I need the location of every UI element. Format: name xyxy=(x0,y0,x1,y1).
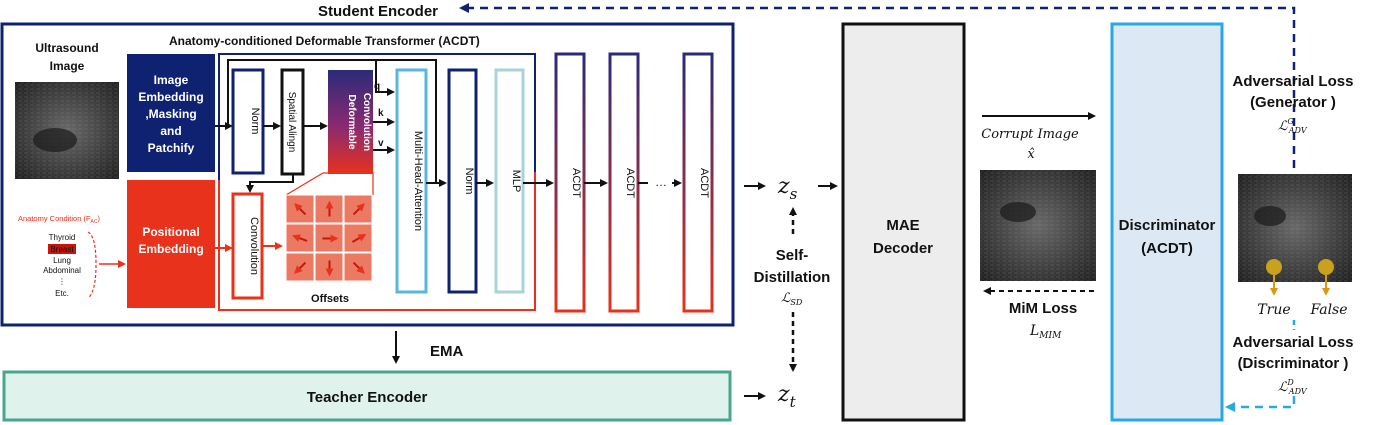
zt-label: zt xyxy=(777,382,797,411)
convolution-box xyxy=(231,192,264,300)
offset-arrow-icon xyxy=(294,261,307,274)
adv-disc-arrow xyxy=(1225,396,1296,412)
false-marker-icon xyxy=(1318,259,1334,275)
adv-disc-line-1: Adversarial Loss xyxy=(1233,334,1354,351)
offsets-label: Offsets xyxy=(311,293,349,305)
image-embedding-line-1: Image xyxy=(154,73,189,87)
offset-arrow-icon xyxy=(294,203,307,216)
image-embedding-line-5: Patchify xyxy=(148,141,195,155)
deformable-conv-line-1: Deformable xyxy=(346,94,357,149)
acdt-title: Anatomy-conditioned Deformable Transform… xyxy=(169,34,480,48)
lsd-label: ℒSD xyxy=(781,291,803,307)
offset-arrows-grid xyxy=(285,194,373,282)
offset-arrow-icon xyxy=(352,203,365,216)
true-marker-icon xyxy=(1266,259,1282,275)
anatomy-item-abdominal: Abdominal xyxy=(43,266,81,275)
mim-loss-label: MiM Loss xyxy=(1009,300,1077,317)
offset-arrow-icon xyxy=(292,234,308,242)
norm-box xyxy=(231,68,265,175)
offsets-connector xyxy=(285,172,374,196)
arrow-align-to-conv xyxy=(246,174,294,193)
acdt-block-2-label: ACDT xyxy=(624,168,636,198)
deformable-conv-line-2: Convolution xyxy=(361,93,372,151)
corrupt-image-label: Corrupt Image xyxy=(981,127,1079,142)
mlp-box xyxy=(494,68,525,294)
image-embedding-line-4: and xyxy=(160,124,181,138)
adv-gen-line-2: (Generator ) xyxy=(1250,94,1336,111)
acdt-block-n-label: ACDT xyxy=(698,168,710,198)
image-embedding-box xyxy=(127,54,215,172)
positional-embedding-line-1: Positional xyxy=(142,225,199,239)
discriminator-line-1: Discriminator xyxy=(1119,217,1216,234)
acdt-block-2 xyxy=(608,52,640,313)
norm2-box xyxy=(447,68,478,294)
anatomy-item-breast: Breast xyxy=(50,245,74,254)
v-label: v xyxy=(378,138,384,149)
image-embedding-line-2: Embedding xyxy=(138,90,203,104)
residual-line xyxy=(376,59,437,183)
anatomy-item-thyroid: Thyroid xyxy=(49,233,76,242)
mha-label: Multi-Head-Attention xyxy=(412,131,424,231)
mae-decoder-line-2: Decoder xyxy=(873,240,933,257)
anatomy-item-etc: Etc. xyxy=(55,289,69,298)
k-label: k xyxy=(378,108,384,119)
mae-decoder-line-1: MAE xyxy=(886,217,919,234)
anatomy-item-more: ⋮ xyxy=(58,277,66,286)
positional-embedding-box xyxy=(127,180,215,308)
discriminator-line-2: (ACDT) xyxy=(1141,240,1193,257)
zs-label: zs xyxy=(777,174,798,203)
mae-decoder-box xyxy=(841,22,966,422)
acdt-block-n xyxy=(682,52,714,313)
false-label: False xyxy=(1309,302,1347,318)
acdt-block-1-label: ACDT xyxy=(570,168,582,198)
lmim-label: LMIM xyxy=(1029,323,1062,341)
discriminator-box xyxy=(1110,22,1224,422)
anatomy-bracket xyxy=(87,231,97,299)
student-encoder-frame xyxy=(0,22,735,327)
adv-disc-line-2: (Discriminator ) xyxy=(1238,355,1349,372)
q-label: q xyxy=(374,81,380,92)
corrupt-image xyxy=(980,170,1096,281)
deformable-conv-box xyxy=(328,70,373,174)
student-encoder-label: Student Encoder xyxy=(318,3,438,20)
norm-label: Norm xyxy=(249,108,261,135)
self-distill-line-2: Distillation xyxy=(754,269,831,286)
teacher-encoder-label: Teacher Encoder xyxy=(307,389,428,406)
convolution-label: Convolution xyxy=(248,217,260,275)
positional-embedding-line-2: Embedding xyxy=(138,242,203,256)
image-embedding-line-3: ,Masking xyxy=(145,107,196,121)
true-label: True xyxy=(1257,302,1290,318)
mha-box xyxy=(395,68,428,294)
anatomy-item-breast-highlight xyxy=(48,244,76,254)
acdt-block-1 xyxy=(554,52,586,313)
generated-image xyxy=(1238,174,1352,282)
offset-cell xyxy=(343,223,373,253)
student-encoder-return-arrow xyxy=(459,3,1296,168)
x-hat-label: x̂ xyxy=(1027,147,1035,162)
teacher-encoder-box xyxy=(2,370,732,422)
self-distill-line-1: Self- xyxy=(776,247,809,264)
ultrasound-label-2: Image xyxy=(50,59,85,73)
ema-label: EMA xyxy=(430,343,464,360)
mlp-label: MLP xyxy=(510,170,522,193)
acdt-inner-frame-bottom xyxy=(218,172,536,311)
adv-gen-line-1: Adversarial Loss xyxy=(1233,73,1354,90)
offset-arrow-icon xyxy=(351,233,367,243)
anatomy-item-lung: Lung xyxy=(53,256,71,265)
spatial-align-label: Spatial Alingn xyxy=(286,92,297,153)
acdt-ellipsis: … xyxy=(655,175,667,189)
offset-arrow-icon xyxy=(352,261,365,274)
anatomy-condition-label: Anatomy Condition (FAC) xyxy=(18,214,101,225)
ultrasound-label-1: Ultrasound xyxy=(35,41,98,55)
norm2-label: Norm xyxy=(463,168,475,195)
ultrasound-image xyxy=(15,82,119,179)
